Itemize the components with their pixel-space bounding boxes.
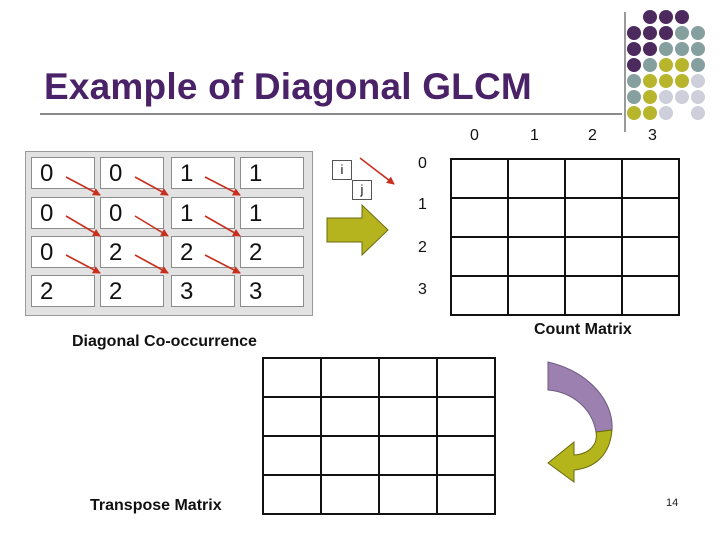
count-cell (564, 158, 623, 199)
count-col-header: 1 (530, 127, 539, 144)
count-cell (621, 236, 680, 277)
transpose-cell (378, 474, 438, 515)
transpose-cell (436, 474, 496, 515)
curved-arrow-bottom (547, 429, 613, 483)
count-cell (450, 236, 509, 277)
diagonal-arrow (204, 176, 241, 196)
image-cell: 1 (171, 157, 235, 189)
image-cell: 2 (31, 275, 95, 307)
transpose-matrix-label: Transpose Matrix (90, 497, 222, 514)
image-cell: 0 (100, 157, 164, 189)
key-cell-i: i (332, 160, 352, 180)
count-cell (621, 275, 680, 316)
title-underline (40, 113, 622, 115)
count-cell (450, 158, 509, 199)
diagonal-arrow (134, 254, 169, 274)
key-cell-j: j (352, 180, 372, 200)
count-row-header: 0 (418, 155, 427, 172)
image-cell: 0 (31, 197, 95, 229)
image-cell: 0 (31, 157, 95, 189)
image-cell: 3 (240, 275, 304, 307)
transpose-cell (320, 474, 380, 515)
transpose-cell (320, 396, 380, 437)
transpose-cell (262, 396, 322, 437)
diagonal-arrow (65, 215, 101, 237)
transpose-cell (378, 435, 438, 476)
image-cell: 0 (100, 197, 164, 229)
page-number: 14 (666, 497, 679, 509)
image-cell: 2 (240, 236, 304, 268)
diagonal-cooccurrence-label: Diagonal Co-occurrence (72, 333, 257, 350)
count-cell (564, 197, 623, 238)
vertical-divider (624, 12, 626, 132)
diagonal-arrow (204, 254, 241, 274)
diagonal-arrow (134, 176, 169, 196)
diagonal-arrow (65, 254, 101, 274)
count-cell (450, 197, 509, 238)
count-matrix-label: Count Matrix (534, 321, 632, 338)
transpose-cell (262, 435, 322, 476)
transpose-cell (320, 435, 380, 476)
count-cell (621, 197, 680, 238)
transpose-cell (262, 357, 322, 398)
count-cell (507, 158, 566, 199)
image-cell: 1 (240, 197, 304, 229)
count-col-header: 2 (588, 127, 597, 144)
transpose-cell (378, 357, 438, 398)
transpose-cell (436, 435, 496, 476)
transpose-cell (436, 357, 496, 398)
count-cell (564, 275, 623, 316)
block-arrow-right (326, 203, 389, 257)
count-cell (621, 158, 680, 199)
transpose-cell (320, 357, 380, 398)
transpose-cell (378, 396, 438, 437)
curved-arrow-top (547, 361, 613, 433)
count-cell (564, 236, 623, 277)
count-cell (450, 275, 509, 316)
image-cell: 2 (171, 236, 235, 268)
diagonal-arrow (65, 176, 101, 196)
image-cell: 0 (31, 236, 95, 268)
image-cell: 1 (171, 197, 235, 229)
count-matrix-grid (450, 158, 680, 316)
count-col-header: 0 (470, 127, 479, 144)
count-row-header: 1 (418, 196, 427, 213)
image-cell: 2 (100, 236, 164, 268)
image-cell: 3 (171, 275, 235, 307)
count-cell (507, 275, 566, 316)
diagonal-arrow (204, 215, 241, 237)
count-cell (507, 197, 566, 238)
image-cell: 1 (240, 157, 304, 189)
diagonal-arrow (134, 215, 169, 237)
count-col-header: 3 (648, 127, 657, 144)
transpose-cell (262, 474, 322, 515)
key-diagonal-arrow (359, 157, 395, 185)
transpose-cell (436, 396, 496, 437)
count-cell (507, 236, 566, 277)
transpose-matrix-grid (262, 357, 496, 515)
slide-title: Example of Diagonal GLCM (44, 66, 532, 107)
count-row-header: 2 (418, 239, 427, 256)
count-row-header: 3 (418, 281, 427, 298)
image-matrix: 0 0 1 1 0 0 1 1 0 2 2 2 2 2 3 3 (25, 151, 313, 316)
image-cell: 2 (100, 275, 164, 307)
